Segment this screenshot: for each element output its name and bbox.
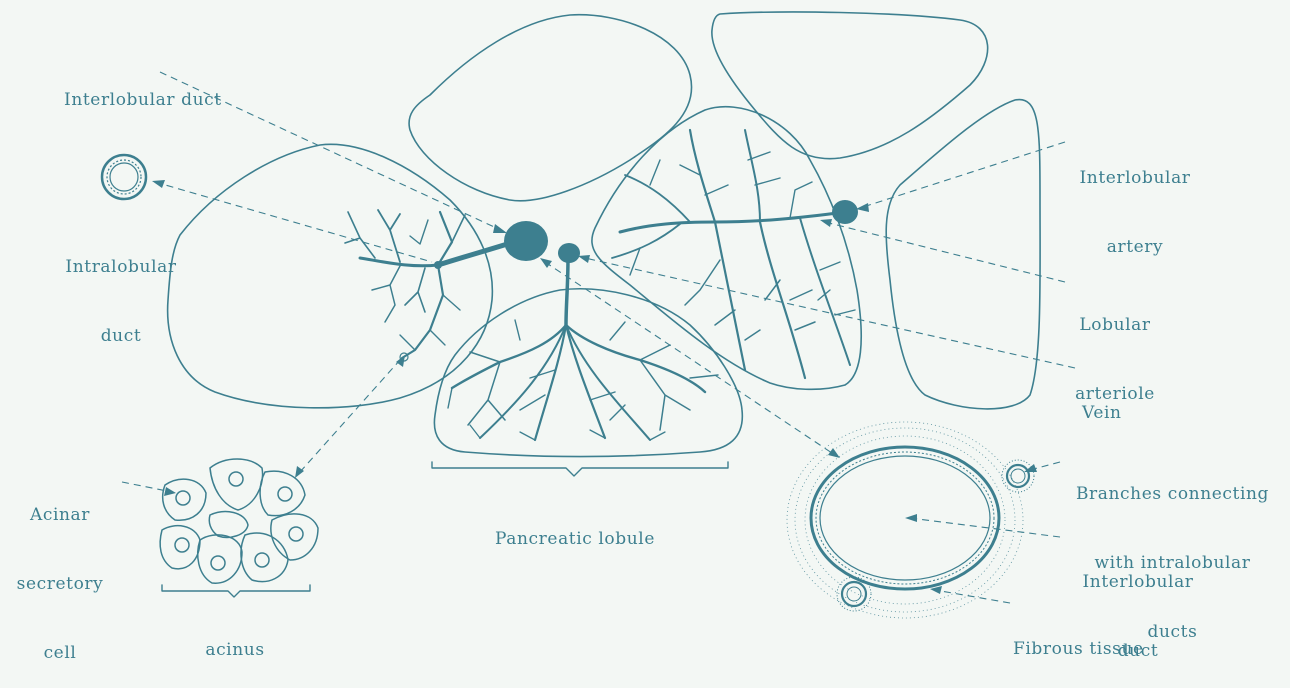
vein-node (558, 243, 580, 263)
label-line: secretory (5, 573, 115, 596)
acinar-cell (260, 471, 305, 516)
interlobular-duct-node (504, 221, 548, 261)
lobule-outline-center-right (592, 107, 861, 390)
label-text: Interlobular duct (64, 89, 222, 112)
lobule-brace (432, 462, 728, 476)
label-interlobular-duct-top: Interlobular duct (64, 43, 222, 135)
small-duct-branch (1002, 460, 1034, 492)
label-line: artery (1055, 236, 1215, 259)
label-text: Fibrous tissue (1013, 638, 1144, 661)
right-duct-tree (612, 130, 855, 378)
leader-lobular-arteriole (825, 222, 1065, 282)
label-interlobular-artery: Interlobular artery (1055, 121, 1215, 282)
acinar-cell (241, 533, 288, 582)
label-line: Lobular (1050, 314, 1180, 337)
interlobular-duct-cross-section (787, 422, 1034, 618)
lobule-outline-left (168, 144, 493, 407)
bottom-duct-tree (448, 258, 718, 440)
acinar-cell (210, 459, 263, 510)
label-intralobular-duct: Intralobular duct (46, 210, 196, 371)
pancreas-lobule-diagram: Interlobular duct Intralobular duct Inte… (0, 0, 1290, 629)
acinar-cell (160, 526, 200, 569)
label-line: duct (46, 325, 196, 348)
lobule-outline-top (409, 15, 692, 201)
label-text: Pancreatic lobule (470, 528, 680, 551)
label-line: Interlobular (1058, 571, 1218, 594)
label-vein: Vein (1082, 356, 1122, 448)
label-text: Vein (1082, 402, 1122, 425)
intralobular-duct-junction (434, 261, 442, 269)
interlobular-artery-node (832, 200, 858, 224)
lobule-outline-top-right (712, 12, 988, 159)
intralobular-duct-section (102, 155, 146, 199)
leader-section-link (545, 262, 835, 455)
acinus-cells (160, 459, 318, 583)
leader-intralobular-duct (155, 182, 432, 262)
acinar-cell (271, 514, 318, 560)
label-acinar-secretory-cell: Acinar secretory cell (5, 458, 115, 688)
label-text: acinus (180, 639, 290, 662)
leader-interlobular-duct-section (910, 518, 1060, 537)
label-line: Intralobular (46, 256, 196, 279)
leader-interlobular-artery (860, 142, 1065, 208)
lobule-outline-right (886, 100, 1040, 409)
label-fibrous-tissue: Fibrous tissue (1013, 592, 1144, 684)
acinar-cell (198, 535, 242, 583)
label-pancreatic-lobule: Pancreatic lobule (470, 482, 680, 574)
acinar-cell (209, 512, 248, 538)
label-line: cell (5, 642, 115, 665)
leader-fibrous-tissue (935, 590, 1010, 603)
label-acinus: acinus (180, 593, 290, 685)
leader-acinus-link (300, 360, 400, 472)
acinar-cell (163, 479, 206, 520)
label-line: Interlobular (1055, 167, 1215, 190)
label-line: Acinar (5, 504, 115, 527)
label-line: Branches connecting (1055, 483, 1290, 506)
